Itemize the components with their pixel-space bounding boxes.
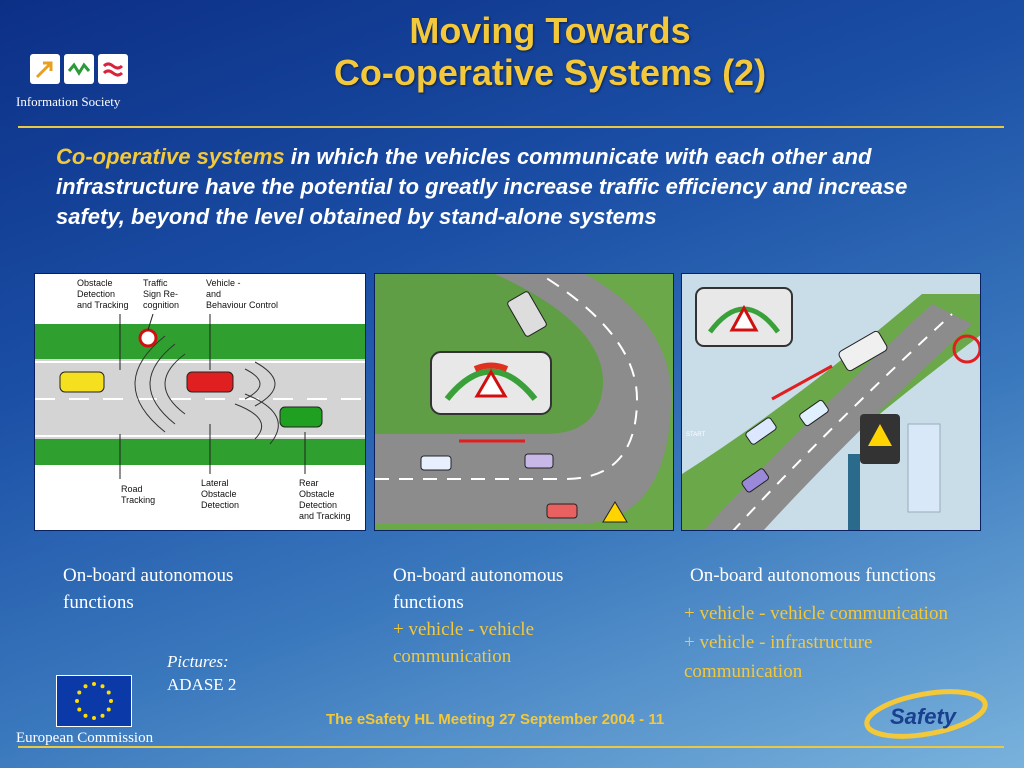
caption-3-line-1: On-board autonomous functions [690,565,936,586]
label-vehicle-1: Vehicle - [206,278,241,288]
label-rear-2: Obstacle [299,489,335,499]
warning-icon [474,369,508,398]
label-traffic-2: Sign Re- [143,289,178,299]
wave-icon [64,54,94,84]
start-label: START [686,432,705,438]
eu-star [83,684,88,689]
label-vehicle-3: Behaviour Control [206,300,278,310]
yellow-car [59,371,105,393]
label-lateral-1: Lateral [201,478,229,488]
warning-icon [729,304,759,332]
eu-star [92,716,96,720]
red-car [546,503,578,519]
information-society-label: Information Society [16,94,121,109]
pictures-label: Pictures: [167,652,229,671]
label-traffic-1: Traffic [143,278,168,288]
caption-2-line-4: communication [393,646,512,667]
eu-star [77,690,82,695]
eu-star [92,682,96,686]
footer-meeting: The eSafety HL Meeting 27 September 2004… [326,711,665,728]
eu-flag-logo [56,675,132,727]
information-society-logo: Information Society [12,52,150,112]
top-divider [18,126,1004,128]
title-line-2: Co-operative Systems (2) [333,52,767,93]
label-obstacle-1: Obstacle [77,278,113,288]
truck [507,291,547,337]
panel-v2v-illustration [374,273,674,531]
svg-text:Safety: Safety [890,704,958,729]
eu-label: European Commission [16,730,154,746]
bottom-divider [18,746,1004,748]
eu-star [106,690,111,695]
roadside-unit-marker [952,334,980,364]
v2i-illustration: START [682,274,980,530]
caption-3-line-3: + vehicle - infrastructure [684,632,873,653]
caption-1: On-board autonomous functions [63,562,233,616]
building [907,423,941,513]
caption-1-line-2: functions [63,592,134,613]
esafety-logo: Safety [862,686,990,742]
pictures-credit: Pictures: ADASE 2 [167,650,236,696]
intro-text: in which the vehicles communicate with e… [56,144,908,229]
stopped-car [524,453,554,469]
traffic-sign-icon [138,328,158,348]
approaching-car [745,417,777,445]
label-obstacle-3: and Tracking [77,300,129,310]
eu-star [100,684,105,689]
caption-2-line-2: functions [393,592,464,613]
caption-2-line-1: On-board autonomous [393,565,564,586]
panel-v2i-illustration: START [681,273,981,531]
antenna-tower [848,454,860,530]
label-road-2: Tracking [121,495,155,505]
label-lateral-2: Obstacle [201,489,237,499]
caption-3: On-board autonomous functions [690,562,936,589]
caption-3-line-2: + vehicle - vehicle communication [684,603,948,624]
label-vehicle-2: and [206,289,221,299]
truck [838,330,888,372]
label-rear-3: Detection [299,500,337,510]
intro-highlight: Co-operative systems [56,144,285,169]
eu-star [75,699,79,703]
caption-2-line-3: + vehicle - vehicle [393,619,535,640]
car [741,468,769,493]
eu-star [77,707,82,712]
intro-paragraph: Co-operative systems in which the vehicl… [56,142,916,232]
caption-2: On-board autonomous functions + vehicle … [393,562,563,670]
eu-stars-icon [75,682,113,720]
label-road-1: Road [121,484,143,494]
page-title: Moving Towards Co-operative Systems (2) [200,10,900,94]
title-line-1: Moving Towards [409,10,691,51]
label-rear-4: and Tracking [299,511,351,521]
eu-star [106,707,111,712]
roadside-warning-sign [602,501,628,523]
eu-star [83,713,88,718]
v2v-illustration [375,274,673,530]
red-car [186,371,234,393]
car [799,399,829,427]
approaching-car [420,455,452,471]
label-lateral-3: Detection [201,500,239,510]
caption-1-line-1: On-board autonomous [63,565,234,586]
label-traffic-3: cognition [143,300,179,310]
caption-3-extra: + vehicle - vehicle communication + vehi… [684,599,948,686]
eu-star [109,699,113,703]
waves-icon [98,54,128,84]
arrow-icon [30,54,60,84]
label-obstacle-2: Detection [77,289,115,299]
caption-3-line-4: communication [684,661,803,682]
eu-star [100,713,105,718]
green-car [279,406,323,428]
pictures-source: ADASE 2 [167,675,237,694]
label-rear-1: Rear [299,478,319,488]
